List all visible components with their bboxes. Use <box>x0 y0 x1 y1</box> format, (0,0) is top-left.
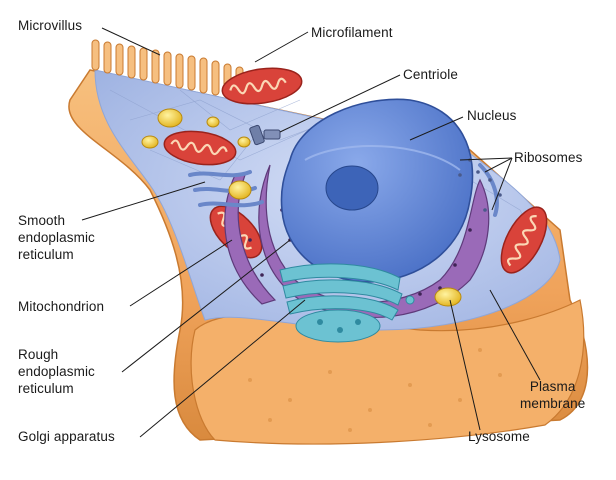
mitochondrion-2 <box>163 130 237 166</box>
mitochondrion-1 <box>221 67 303 105</box>
golgi-apparatus <box>279 263 415 343</box>
label-mitochondrion: Mitochondrion <box>18 299 105 314</box>
centriole <box>249 124 281 146</box>
label-nucleus: Nucleus <box>467 108 517 123</box>
label-microfilament: Microfilament <box>311 25 393 40</box>
label-smooth-er: Smooth endoplasmic reticulum <box>18 213 95 262</box>
mitochondrion-4 <box>500 206 548 274</box>
label-ribosomes: Ribosomes <box>514 150 583 165</box>
leader-lines <box>81 27 541 438</box>
label-lysosome: Lysosome <box>468 429 530 444</box>
nucleolus <box>325 165 379 211</box>
nucleus <box>280 98 474 283</box>
label-plasma-membrane: Plasma membrane <box>520 379 586 411</box>
label-centriole: Centriole <box>403 67 458 82</box>
label-rough-er: Rough endoplasmic reticulum <box>18 347 95 396</box>
mitochondria <box>163 67 548 274</box>
lysosomes <box>141 108 462 307</box>
label-microvillus: Microvillus <box>18 18 83 33</box>
label-golgi-apparatus: Golgi apparatus <box>18 429 115 444</box>
